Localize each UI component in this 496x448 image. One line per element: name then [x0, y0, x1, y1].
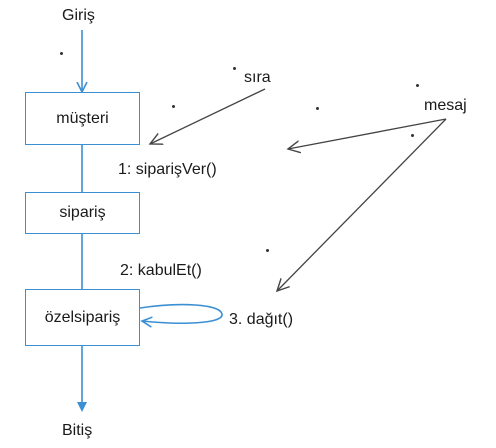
- speck-dot: [411, 134, 414, 137]
- speck-dot: [60, 52, 63, 55]
- annotation-mesaj: mesaj: [424, 97, 467, 114]
- mesaj-pointer-arrow-3: [277, 118, 447, 291]
- message-2-label: 2: kabulEt(): [120, 262, 202, 279]
- sira-pointer-arrow: [150, 88, 266, 144]
- speck-dot: [172, 105, 175, 108]
- speck-dot: [233, 67, 236, 70]
- node-siparis-label: sipariş: [59, 204, 106, 221]
- start-label: Giriş: [62, 7, 95, 24]
- node-musteri: müşteri: [25, 92, 140, 145]
- annotation-sira: sıra: [244, 69, 271, 86]
- speck-dot: [316, 107, 319, 110]
- speck-dot: [266, 249, 269, 252]
- end-label: Bitiş: [62, 422, 93, 439]
- speck-dot: [416, 84, 419, 87]
- message-3-label: 3. dağıt(): [229, 311, 294, 328]
- self-loop-arrow: [139, 303, 223, 324]
- node-ozelsiparis: özelsipariş: [25, 289, 140, 346]
- node-siparis: sipariş: [25, 192, 140, 234]
- node-musteri-label: müşteri: [56, 109, 109, 127]
- node-ozelsiparis-label: özelsipariş: [44, 308, 121, 326]
- mesaj-pointer-arrow-1: [288, 118, 447, 149]
- message-1-label: 1: siparişVer(): [118, 161, 217, 178]
